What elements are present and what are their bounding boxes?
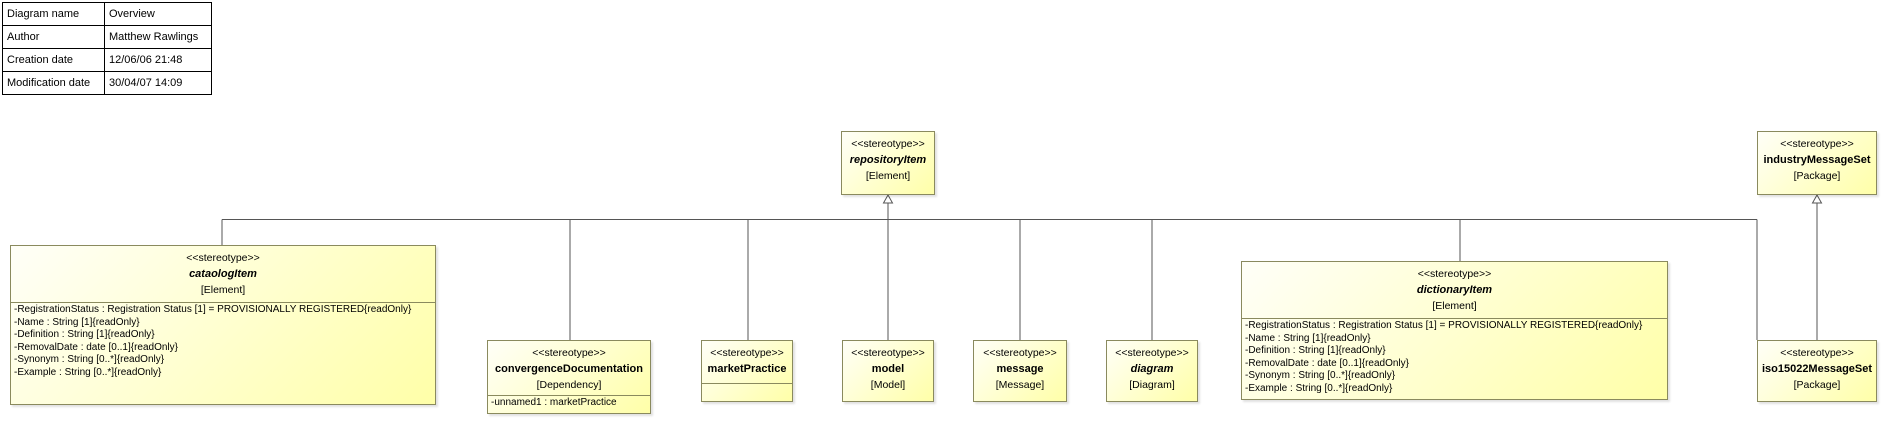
- info-label: Modification date: [2, 71, 105, 95]
- stereotype-label: <<stereotype>>: [532, 347, 606, 359]
- stereotype-label: <<stereotype>>: [851, 138, 925, 150]
- class-name: repositoryItem: [849, 154, 927, 166]
- class-message[interactable]: <<stereotype>> message [Message]: [973, 340, 1067, 402]
- generalization-arrowhead: [1811, 193, 1823, 204]
- attributes-compartment: -RegistrationStatus : Registration Statu…: [1242, 318, 1667, 397]
- metaclass-label: [Element]: [865, 170, 911, 182]
- attribute: -Name : String [1]{readOnly}: [1245, 332, 1371, 344]
- class-model[interactable]: <<stereotype>> model [Model]: [842, 340, 934, 402]
- attribute: -RegistrationStatus : Registration Statu…: [14, 304, 412, 315]
- attribute: -RegistrationStatus : Registration Statu…: [1245, 320, 1643, 331]
- attribute: -Definition : String [1]{readOnly}: [1245, 345, 1386, 357]
- metaclass-label: [Message]: [995, 379, 1045, 391]
- metaclass-label: [Dependency]: [536, 379, 602, 391]
- metaclass-label: [Diagram]: [1129, 379, 1175, 391]
- attribute: -Synonym : String [0..*]{readOnly}: [1245, 370, 1396, 382]
- stereotype-label: <<stereotype>>: [851, 347, 925, 359]
- attributes-compartment: -unnamed1 : marketPractice: [488, 395, 650, 411]
- attribute: -Example : String [0..*]{readOnly}: [1245, 382, 1393, 394]
- stereotype-label: <<stereotype>>: [1115, 347, 1189, 359]
- class-repositoryItem[interactable]: <<stereotype>> repositoryItem [Element]: [841, 131, 935, 195]
- attribute: -Definition : String [1]{readOnly}: [14, 329, 155, 341]
- attribute: -unnamed1 : marketPractice: [491, 397, 617, 408]
- class-industryMessageSet[interactable]: <<stereotype>> industryMessageSet [Packa…: [1757, 131, 1877, 195]
- info-value: Matthew Rawlings: [104, 25, 212, 49]
- stereotype-label: <<stereotype>>: [1780, 347, 1854, 359]
- info-row: Modification date 30/04/07 14:09: [2, 71, 212, 95]
- class-name: message: [996, 363, 1044, 375]
- class-name: cataologItem: [189, 268, 257, 280]
- class-name: convergenceDocumentation: [495, 363, 643, 375]
- attributes-compartment: -RegistrationStatus : Registration Statu…: [11, 302, 435, 381]
- metaclass-label: [Element]: [1432, 300, 1477, 312]
- info-label: Diagram name: [2, 2, 105, 26]
- class-name: marketPractice: [707, 363, 787, 375]
- metaclass-label: [Package]: [1793, 170, 1841, 182]
- class-name: model: [871, 363, 905, 375]
- generalization-arrowhead: [882, 193, 894, 204]
- metaclass-label: [Model]: [870, 379, 906, 391]
- stereotype-label: <<stereotype>>: [1417, 268, 1492, 280]
- attribute: -RemovalDate : date [0..1]{readOnly}: [14, 341, 178, 353]
- class-name: industryMessageSet: [1763, 154, 1871, 166]
- info-row: Creation date 12/06/06 21:48: [2, 48, 212, 72]
- class-name: iso15022MessageSet: [1761, 363, 1873, 375]
- class-marketPractice[interactable]: <<stereotype>> marketPractice: [701, 340, 793, 402]
- stereotype-label: <<stereotype>>: [186, 252, 260, 264]
- info-value: 12/06/06 21:48: [104, 48, 212, 72]
- attribute: -Synonym : String [0..*]{readOnly}: [14, 354, 165, 366]
- attribute: -RemovalDate : date [0..1]{readOnly}: [1245, 357, 1409, 369]
- stereotype-label: <<stereotype>>: [983, 347, 1057, 359]
- attribute: -Name : String [1]{readOnly}: [14, 316, 140, 328]
- info-value: Overview: [104, 2, 212, 26]
- info-row: Author Matthew Rawlings: [2, 25, 212, 49]
- diagram-info-table: Diagram name Overview Author Matthew Raw…: [2, 2, 212, 95]
- attribute: -Example : String [0..*]{readOnly}: [14, 366, 162, 378]
- info-row: Diagram name Overview: [2, 2, 212, 26]
- metaclass-label: [Package]: [1793, 379, 1841, 391]
- empty-compartment: [702, 383, 792, 394]
- info-value: 30/04/07 14:09: [104, 71, 212, 95]
- class-diagram[interactable]: <<stereotype>> diagram [Diagram]: [1106, 340, 1198, 402]
- stereotype-label: <<stereotype>>: [1780, 138, 1854, 150]
- metaclass-label: [Element]: [200, 284, 246, 296]
- class-dictionaryItem[interactable]: <<stereotype>> dictionaryItem [Element] …: [1241, 261, 1668, 400]
- class-name: dictionaryItem: [1416, 284, 1493, 296]
- stereotype-label: <<stereotype>>: [710, 347, 784, 359]
- class-name: diagram: [1130, 363, 1174, 375]
- class-iso15022MessageSet[interactable]: <<stereotype>> iso15022MessageSet [Packa…: [1757, 340, 1877, 402]
- class-cataologItem[interactable]: <<stereotype>> cataologItem [Element] -R…: [10, 245, 436, 405]
- class-convergenceDocumentation[interactable]: <<stereotype>> convergenceDocumentation …: [487, 340, 651, 414]
